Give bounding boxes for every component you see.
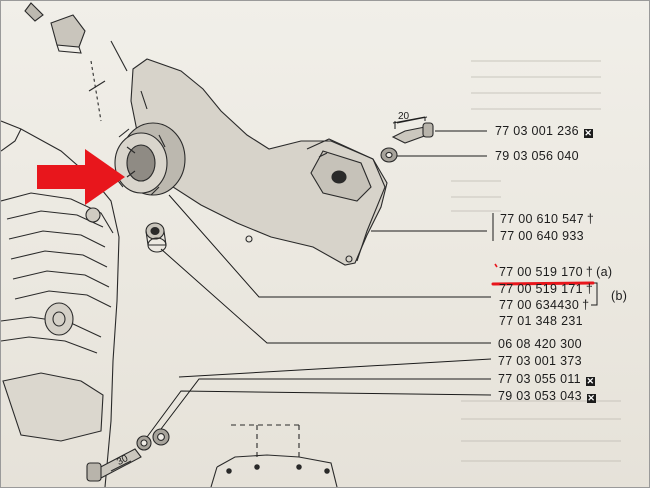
- top-bracket-part: [24, 2, 86, 54]
- variant-tag: (a): [596, 265, 613, 279]
- dagger-symbol: †: [586, 212, 595, 226]
- part-number-row: 77 03 001 236 ✕: [495, 124, 593, 138]
- part-number: 77 03 001 373: [498, 354, 582, 368]
- gasket-bottom: [210, 424, 338, 487]
- washers-bottom: [136, 428, 170, 451]
- leader-line: [160, 248, 491, 344]
- part-number: 79 03 056 040: [495, 149, 579, 163]
- washer-top: [380, 147, 398, 163]
- dagger-symbol: †: [585, 282, 594, 296]
- part-number: 77 00 640 933: [500, 229, 584, 243]
- dagger-symbol: †: [585, 265, 594, 279]
- part-number: 77 00 610 547: [500, 212, 584, 226]
- leader-line: [168, 194, 491, 298]
- leader-line: [178, 358, 492, 378]
- x-box-icon: ✕: [583, 128, 593, 138]
- part-number-row: 77 00 519 171†: [499, 282, 593, 296]
- part-number-row: 77 03 055 011 ✕: [498, 372, 595, 386]
- cover-plate: [130, 58, 388, 266]
- red-underline: [491, 281, 595, 286]
- part-number-row: 77 01 348 231: [499, 314, 583, 328]
- leader-line: [146, 390, 492, 438]
- highlight-arrow-icon: [37, 149, 125, 205]
- bearing-ring: [114, 122, 186, 196]
- part-number-row: 79 03 053 043 ✕: [498, 389, 596, 403]
- part-number: 77 00 519 171: [499, 282, 583, 296]
- bolt-20: [391, 116, 434, 144]
- part-number-row: 77 00 610 547†: [500, 212, 594, 226]
- part-number-row: 06 08 420 300: [498, 337, 582, 351]
- part-number: 77 03 055 011: [498, 372, 581, 386]
- part-number-row: 77 00 634430†: [499, 298, 589, 312]
- bushing-part: [145, 222, 167, 253]
- variant-tag-b: (b): [611, 289, 628, 303]
- part-number: 77 00 634430: [499, 298, 580, 312]
- x-box-icon: ✕: [585, 376, 595, 386]
- leader-line: [160, 378, 491, 430]
- part-number-row: 79 03 056 040: [495, 149, 579, 163]
- part-number: 77 00 519 170: [499, 265, 583, 279]
- x-box-icon: ✕: [586, 393, 596, 403]
- dagger-symbol: †: [582, 298, 590, 312]
- part-number: 79 03 053 043: [498, 389, 582, 403]
- part-number: 77 03 001 236: [495, 124, 579, 138]
- part-number: 06 08 420 300: [498, 337, 582, 351]
- part-number-row: 77 03 001 373: [498, 354, 582, 368]
- dimension-line: [392, 116, 426, 124]
- bolt-30: [86, 448, 142, 482]
- dimension-label-20: 20: [398, 111, 410, 122]
- part-number-row: 77 00 640 933: [500, 229, 584, 243]
- gearbox-housing: [1, 40, 128, 487]
- part-number: 77 01 348 231: [499, 314, 583, 328]
- part-number-row-highlighted: 77 00 519 170†(a): [499, 265, 612, 279]
